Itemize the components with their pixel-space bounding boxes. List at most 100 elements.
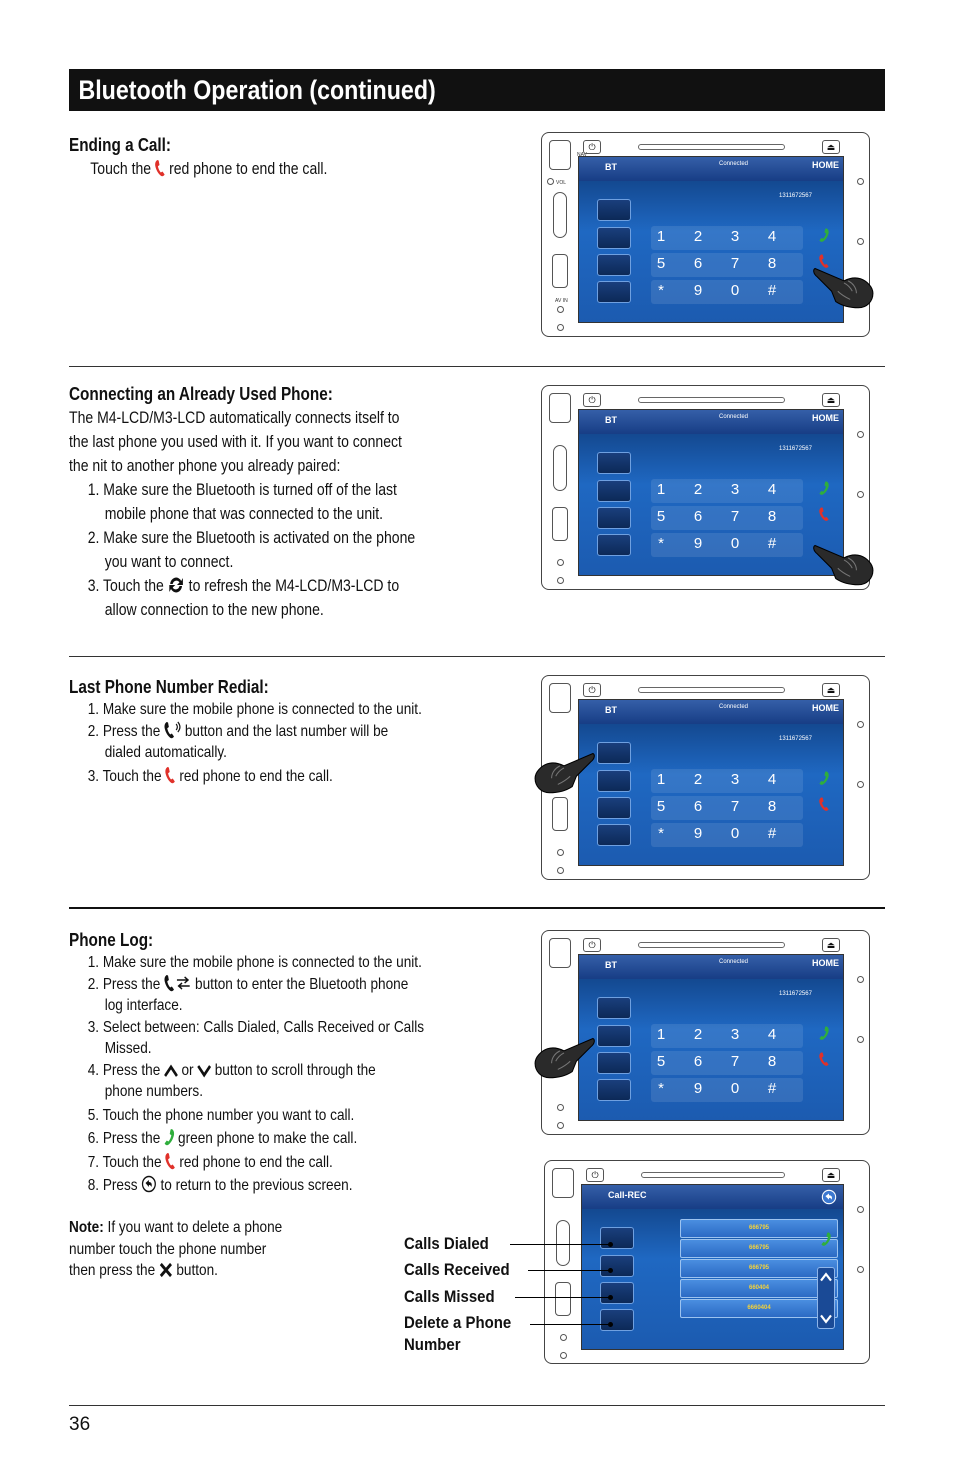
- home-button[interactable]: HOME: [812, 413, 839, 423]
- calls-dialed-button[interactable]: [600, 1227, 634, 1249]
- key-hash[interactable]: #: [767, 535, 777, 552]
- key-1[interactable]: 1: [656, 771, 666, 788]
- key-hash[interactable]: #: [767, 1080, 777, 1097]
- key-4[interactable]: 4: [767, 1026, 777, 1043]
- volume-rocker[interactable]: [549, 140, 571, 170]
- home-button[interactable]: HOME: [812, 703, 839, 713]
- call-record-row[interactable]: 666795: [680, 1219, 838, 1238]
- power-button[interactable]: ⏻: [583, 938, 601, 952]
- green-phone-icon[interactable]: [819, 480, 829, 496]
- phone-log-button[interactable]: [597, 1025, 631, 1047]
- key-5[interactable]: 5: [656, 1053, 666, 1070]
- contacts-button[interactable]: [597, 797, 631, 819]
- key-2[interactable]: 2: [693, 228, 703, 245]
- key-4[interactable]: 4: [767, 481, 777, 498]
- key-2[interactable]: 2: [693, 771, 703, 788]
- key-8[interactable]: 8: [767, 1053, 777, 1070]
- green-phone-icon[interactable]: [819, 227, 829, 243]
- key-8[interactable]: 8: [767, 255, 777, 272]
- phone-log-button[interactable]: [597, 770, 631, 792]
- contacts-button[interactable]: [597, 507, 631, 529]
- key-star[interactable]: *: [658, 535, 664, 552]
- volume-rocker[interactable]: [549, 393, 571, 423]
- power-button[interactable]: ⏻: [583, 393, 601, 407]
- call-record-row[interactable]: 6660404: [680, 1299, 838, 1318]
- key-5[interactable]: 5: [656, 798, 666, 815]
- music-button[interactable]: [597, 1079, 631, 1101]
- call-record-row[interactable]: 666795: [680, 1239, 838, 1258]
- key-8[interactable]: 8: [767, 798, 777, 815]
- music-button[interactable]: [597, 534, 631, 556]
- key-4[interactable]: 4: [767, 771, 777, 788]
- key-0[interactable]: 0: [730, 825, 740, 842]
- key-7[interactable]: 7: [730, 1053, 740, 1070]
- eject-button[interactable]: ⏏: [822, 393, 840, 407]
- key-6[interactable]: 6: [693, 508, 703, 525]
- delete-number-button[interactable]: [600, 1309, 634, 1331]
- key-1[interactable]: 1: [656, 481, 666, 498]
- key-7[interactable]: 7: [730, 508, 740, 525]
- calls-missed-button[interactable]: [600, 1282, 634, 1304]
- power-button[interactable]: ⏻: [583, 683, 601, 697]
- key-3[interactable]: 3: [730, 1026, 740, 1043]
- key-9[interactable]: 9: [693, 282, 703, 299]
- contacts-button[interactable]: [597, 1052, 631, 1074]
- green-phone-icon[interactable]: [819, 770, 829, 786]
- key-1[interactable]: 1: [656, 1026, 666, 1043]
- eject-button[interactable]: ⏏: [822, 1168, 840, 1182]
- key-0[interactable]: 0: [730, 535, 740, 552]
- eject-button[interactable]: ⏏: [822, 140, 840, 154]
- power-button[interactable]: ⏻: [583, 140, 601, 154]
- key-9[interactable]: 9: [693, 535, 703, 552]
- key-0[interactable]: 0: [730, 1080, 740, 1097]
- home-button[interactable]: HOME: [812, 160, 839, 170]
- key-hash[interactable]: #: [767, 282, 777, 299]
- key-6[interactable]: 6: [693, 1053, 703, 1070]
- key-9[interactable]: 9: [693, 825, 703, 842]
- key-7[interactable]: 7: [730, 255, 740, 272]
- key-2[interactable]: 2: [693, 1026, 703, 1043]
- power-button[interactable]: ⏻: [586, 1168, 604, 1182]
- red-phone-icon[interactable]: [819, 1051, 829, 1067]
- calls-received-button[interactable]: [600, 1255, 634, 1277]
- key-9[interactable]: 9: [693, 1080, 703, 1097]
- green-phone-icon[interactable]: [821, 1231, 831, 1247]
- scroll-control[interactable]: [817, 1267, 835, 1329]
- contacts-button[interactable]: [597, 254, 631, 276]
- volume-rocker[interactable]: [549, 938, 571, 968]
- music-button[interactable]: [597, 281, 631, 303]
- key-3[interactable]: 3: [730, 228, 740, 245]
- key-0[interactable]: 0: [730, 282, 740, 299]
- phone-log-button[interactable]: [597, 227, 631, 249]
- redial-button[interactable]: [597, 452, 631, 474]
- chevron-up-icon[interactable]: [820, 1272, 832, 1282]
- key-6[interactable]: 6: [693, 255, 703, 272]
- key-hash[interactable]: #: [767, 825, 777, 842]
- call-record-row[interactable]: 660404: [680, 1279, 838, 1298]
- green-phone-icon[interactable]: [819, 1025, 829, 1041]
- redial-button[interactable]: [597, 997, 631, 1019]
- eject-button[interactable]: ⏏: [822, 683, 840, 697]
- key-5[interactable]: 5: [656, 255, 666, 272]
- key-7[interactable]: 7: [730, 798, 740, 815]
- volume-rocker[interactable]: [552, 1168, 574, 1198]
- key-5[interactable]: 5: [656, 508, 666, 525]
- key-star[interactable]: *: [658, 282, 664, 299]
- redial-button[interactable]: [597, 742, 631, 764]
- chevron-down-icon[interactable]: [820, 1314, 832, 1324]
- key-8[interactable]: 8: [767, 508, 777, 525]
- key-1[interactable]: 1: [656, 228, 666, 245]
- redial-button[interactable]: [597, 199, 631, 221]
- key-4[interactable]: 4: [767, 228, 777, 245]
- key-star[interactable]: *: [658, 1080, 664, 1097]
- home-button[interactable]: HOME: [812, 958, 839, 968]
- key-2[interactable]: 2: [693, 481, 703, 498]
- eject-button[interactable]: ⏏: [822, 938, 840, 952]
- phone-log-button[interactable]: [597, 480, 631, 502]
- volume-rocker[interactable]: [549, 683, 571, 713]
- key-3[interactable]: 3: [730, 771, 740, 788]
- key-6[interactable]: 6: [693, 798, 703, 815]
- red-phone-icon[interactable]: [819, 796, 829, 812]
- call-record-row[interactable]: 666795: [680, 1259, 838, 1278]
- red-phone-icon[interactable]: [819, 506, 829, 522]
